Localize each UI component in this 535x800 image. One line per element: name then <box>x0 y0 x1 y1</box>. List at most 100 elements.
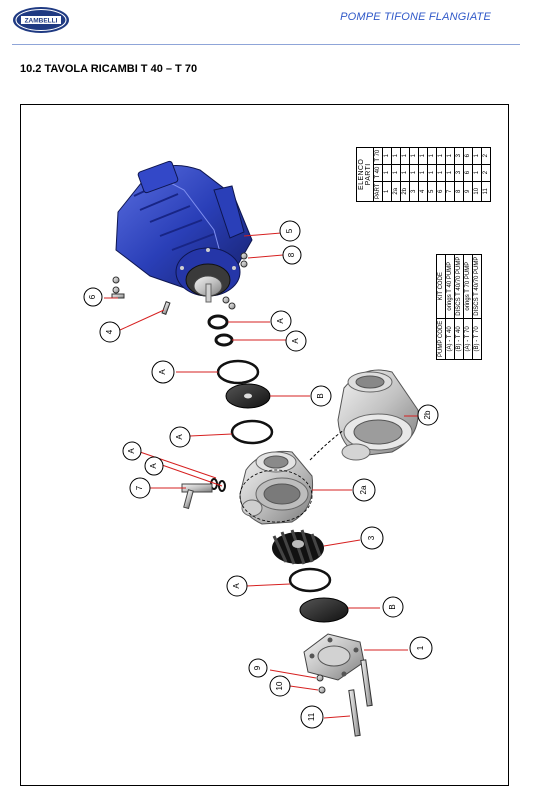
parts-list-cell: 4 <box>418 181 428 202</box>
callout-7: 7 <box>135 485 144 490</box>
header-divider <box>12 44 520 45</box>
valve-part-7 <box>181 483 213 510</box>
o-ring-a-3 <box>288 567 332 593</box>
callout-8: 8 <box>287 252 296 257</box>
callout-3: 3 <box>367 535 376 540</box>
parts-list-cell: 1 <box>400 147 410 165</box>
parts-list-cell: 1 <box>472 147 482 165</box>
parts-list-title: ELENCO PARTI <box>356 146 373 202</box>
disc-b-2 <box>299 597 349 623</box>
callout-9: 9 <box>253 665 262 670</box>
parts-list-cell: 1 <box>436 164 446 182</box>
zambelli-logo: ZAMBELLI <box>12 6 70 34</box>
cover-part-1 <box>303 633 365 681</box>
parts-list-cell: 1 <box>391 147 401 165</box>
parts-list-cell: 1 <box>382 147 392 165</box>
callout-5: 5 <box>285 228 294 233</box>
parts-list-cell: 1 <box>445 164 455 182</box>
callout-11: 11 <box>307 712 316 721</box>
parts-list-cell: 6 <box>436 181 446 202</box>
logo-text: ZAMBELLI <box>25 18 58 25</box>
callout-a-4: A <box>175 434 184 440</box>
callout-b-1: B <box>316 393 325 398</box>
parts-list-cell: 3 <box>454 164 464 182</box>
callout-4: 4 <box>105 329 114 334</box>
parts-list-cell: 9 <box>463 181 473 202</box>
callout-a-7: A <box>232 583 241 589</box>
parts-list-cell: 1 <box>382 181 392 202</box>
impeller <box>272 529 324 565</box>
parts-list-cell: 1 <box>409 164 419 182</box>
parts-list-cell: 2 <box>481 147 491 165</box>
pump-body-2b <box>337 369 419 461</box>
parts-list-cell: 2 <box>481 164 491 182</box>
kit-header-kit-code: KIT CODE <box>436 254 446 319</box>
kit-code-cell: (A) - T 40 <box>445 318 455 360</box>
leader-lines <box>104 232 418 719</box>
parts-list-cell: 1 <box>427 164 437 182</box>
kit-code-cell: DISCS T 40/70 PUMP <box>454 254 464 319</box>
kit-code-cell: (A) - T 70 <box>463 318 473 360</box>
parts-list-cell: 3 <box>454 147 464 165</box>
kit-code-cell: (B) - T 40 <box>454 318 464 360</box>
callout-a-1: A <box>276 318 285 324</box>
shaft-seals <box>207 314 234 347</box>
parts-list-cell: 1 <box>472 164 482 182</box>
callout-1: 1 <box>416 645 425 650</box>
parts-header-t40: T 40 <box>373 164 383 182</box>
parts-list-cell: 1 <box>436 147 446 165</box>
parts-list-cell: 1 <box>418 164 428 182</box>
parts-list-cell: 7 <box>445 181 455 202</box>
callout-b-2: B <box>388 604 397 609</box>
parts-list-cell: 1 <box>427 147 437 165</box>
callout-a-5: A <box>127 448 136 454</box>
callout-circles <box>83 220 439 729</box>
parts-list-cell: 6 <box>463 164 473 182</box>
key-part-4 <box>161 301 171 315</box>
parts-list-cell: 2a <box>391 181 401 202</box>
parts-header-part: PART <box>373 181 383 202</box>
parts-list-cell: 8 <box>454 181 464 202</box>
kit-code-cell: (B) - T 70 <box>472 318 482 360</box>
section-title: 10.2 TAVOLA RICAMBI T 40 – T 70 <box>20 63 198 75</box>
motor <box>115 160 253 303</box>
parts-list-cell: 10 <box>472 181 482 202</box>
parts-list-cell: 1 <box>409 147 419 165</box>
callout-6: 6 <box>88 294 97 299</box>
callout-a-6: A <box>149 463 158 469</box>
parts-header-t70: T 70 <box>373 147 383 165</box>
kit-code-cell: orings T 70 PUMP <box>463 254 473 319</box>
kit-header-pump-code: PUMP CODE <box>436 318 446 360</box>
callout-a-3: A <box>158 369 167 375</box>
screws-part-9-10-11 <box>316 659 373 737</box>
header-title: POMPE TIFONE FLANGIATE <box>340 11 491 23</box>
parts-list-cell: 5 <box>427 181 437 202</box>
kit-code-cell: DISCS T 40/70 PUMP <box>472 254 482 319</box>
parts-list-cell: 3 <box>409 181 419 202</box>
parts-list-cell: 6 <box>463 147 473 165</box>
pump-body-2a <box>239 450 314 525</box>
parts-list-cell: 1 <box>382 164 392 182</box>
parts-list-cell: 1 <box>418 147 428 165</box>
parts-list-cell: 11 <box>481 181 491 202</box>
parts-list-cell: 1 <box>445 147 455 165</box>
o-ring-a-1 <box>216 359 260 385</box>
